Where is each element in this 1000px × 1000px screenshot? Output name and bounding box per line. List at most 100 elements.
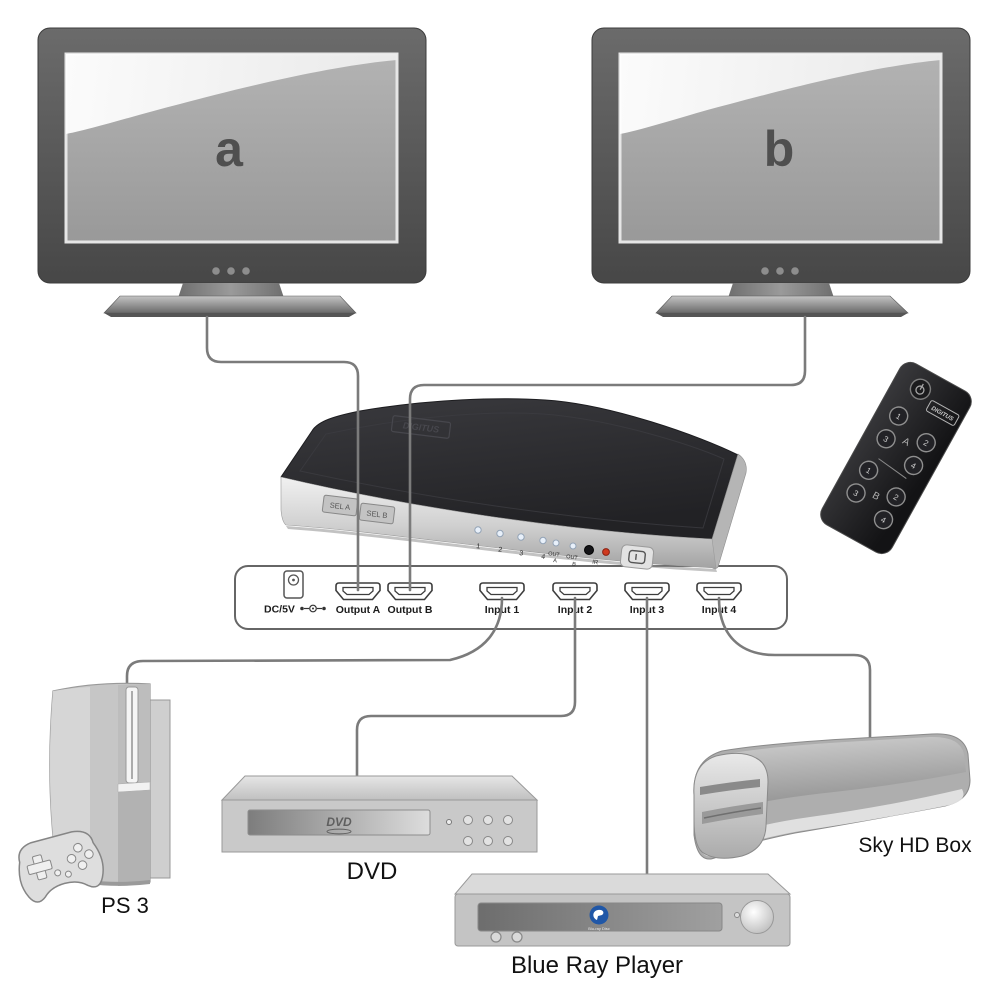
cables	[125, 315, 872, 882]
output-led-a-label2: A	[553, 558, 558, 564]
bluray-button-2	[511, 931, 523, 943]
power-led	[602, 548, 610, 556]
remote-button-a3: 3	[876, 429, 896, 449]
remote-button-a1: 1	[888, 406, 909, 426]
monitor-b-screen-swoosh	[620, 54, 941, 134]
rear-panel-callout: DC/5V Output A Output B Input 1 Input 2 …	[234, 565, 788, 630]
bluray-button-1	[490, 931, 502, 943]
input-led-label-1: 1	[476, 543, 481, 550]
output-led-row: OUT A OUT B	[548, 539, 579, 568]
input-led-label-2: 2	[498, 547, 503, 554]
dc-power-label: DC/5V	[264, 604, 295, 616]
remote-button-b4: 4	[873, 509, 894, 530]
remote-power-button	[909, 378, 932, 400]
remote-divider	[878, 458, 907, 479]
remote-button-b2: 2	[886, 487, 906, 507]
remote-button-b1-label: 1	[864, 466, 873, 476]
controller-stick-left	[54, 869, 62, 877]
dvd-logo-disc	[326, 828, 352, 835]
dvd-tray	[247, 809, 431, 836]
monitor-a-stand-base	[103, 295, 357, 314]
cable-input-1-to-ps3	[125, 596, 504, 696]
switch-brand-logo: DIGITUS	[390, 415, 452, 439]
remote-button-a4-label: 4	[909, 461, 918, 471]
monitor-a-screen-swoosh	[66, 54, 397, 134]
dc-jack-pin-dot	[292, 578, 295, 582]
bluray-led	[734, 912, 740, 918]
monitor-b-stand-base-edge	[656, 313, 908, 317]
port-label-output-a: Output A	[336, 604, 381, 616]
dvd-logo: DVD	[326, 815, 352, 835]
sel-b-label: SEL B	[366, 509, 388, 520]
dvd-logo-text: DVD	[326, 815, 352, 829]
switch-power-button	[619, 544, 655, 570]
remote-body	[820, 361, 972, 555]
ps3-lower-panel	[118, 790, 150, 886]
monitor-b-stand-base	[655, 295, 909, 314]
remote-button-b1: 1	[858, 460, 879, 480]
sel-a-label: SEL A	[329, 501, 351, 512]
sky-wave-highlight	[700, 789, 964, 857]
power-icon	[628, 549, 646, 565]
controller-button-top	[73, 842, 83, 853]
ir-label: IR	[592, 560, 599, 567]
bluray-label: Blue Ray Player	[511, 952, 683, 979]
switch-brand-text: DIGITUS	[402, 420, 439, 434]
controller-button-left	[66, 853, 77, 864]
controller-button-bottom	[77, 860, 88, 870]
ps3-back-slab	[149, 699, 171, 879]
switch-bottom-shadow	[286, 526, 717, 572]
sky-hd-box: Sky HD Box	[693, 733, 972, 860]
output-led-a-label1: OUT	[548, 551, 561, 559]
remote-button-b3-label: 3	[852, 488, 861, 498]
remote-button-a2-label: 2	[922, 438, 931, 448]
dvd-buttons	[463, 815, 513, 846]
output-led-b	[569, 542, 577, 550]
sky-slot-2-line	[703, 807, 762, 819]
ir-sensor	[584, 545, 594, 555]
remote-group-b-label: B	[870, 490, 881, 503]
bluray-logo-text: Blu-ray Disc	[588, 926, 610, 931]
bluray-logo-swirl	[593, 909, 604, 920]
output-led-b-label1: OUT	[566, 554, 579, 562]
controller-button-right	[84, 849, 94, 859]
bluray-knob	[740, 900, 774, 934]
remote-button-b3: 3	[846, 483, 866, 503]
dvd-player: DVD DVD	[220, 775, 539, 885]
port-label-output-b: Output B	[388, 604, 433, 616]
switch-top-bevel	[299, 412, 725, 529]
dvd-label: DVD	[347, 858, 398, 885]
remote-button-b4-label: 4	[879, 515, 888, 525]
monitor-a-stand-base-edge	[104, 313, 356, 317]
output-led-a	[552, 539, 560, 547]
bluray-top-face	[453, 873, 792, 895]
hdmi-switch: DIGITUS SEL A SEL B 1 2 3 4 OUT A O	[280, 398, 747, 572]
ps3-bottom-shadow	[57, 873, 150, 886]
monitor-b-indicator-dots	[761, 267, 799, 275]
monitor-b-letter: b	[764, 121, 795, 177]
cable-input-2-to-dvd	[355, 596, 577, 792]
ps3-console: PS 3	[18, 682, 171, 918]
remote-button-a4: 4	[903, 455, 924, 476]
remote-button-a3-label: 3	[882, 434, 891, 444]
remote-control: DIGITUS A 1 2 3 4 B 1 2 3	[820, 361, 972, 555]
input-led-4	[539, 536, 547, 545]
sel-b-button: SEL B	[358, 502, 396, 525]
ps3-controller	[18, 830, 104, 903]
dvd-top-face	[220, 775, 539, 801]
remote-button-a2: 2	[916, 433, 936, 453]
sky-label: Sky HD Box	[858, 834, 972, 857]
polarity-symbol-icon	[300, 604, 326, 613]
monitor-a-letter: a	[215, 121, 244, 177]
sky-front-face	[693, 752, 769, 859]
remote-group-a-label: A	[900, 436, 911, 449]
input-led-row: 1 2 3 4	[474, 526, 547, 561]
input-led-3	[517, 533, 525, 541]
cable-monitor-b-to-output-b	[408, 315, 807, 592]
remote-button-a1-label: 1	[894, 411, 903, 421]
output-led-b-label2: B	[572, 562, 577, 568]
controller-dpad-horizontal	[26, 859, 53, 875]
input-led-2	[496, 529, 504, 538]
dvd-led	[446, 819, 452, 825]
